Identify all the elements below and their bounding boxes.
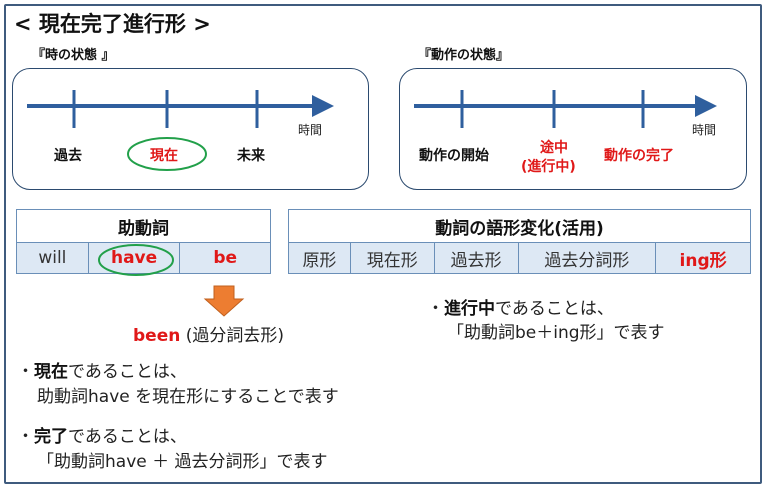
been-word: been bbox=[133, 326, 181, 346]
time-axis-arrowhead bbox=[312, 95, 334, 117]
bullet-progressive: ・ bbox=[427, 299, 444, 319]
verb-conjugation-table: 動詞の語形変化(活用) 原形 現在形 過去形 過去分詞形 ing形 bbox=[288, 209, 751, 274]
page-title: < 現在完了進行形 > bbox=[14, 12, 211, 36]
verb-cell-past-participle: 過去分詞形 bbox=[517, 242, 657, 274]
verb-cell-base: 原形 bbox=[288, 242, 351, 274]
been-note: (過分詞去形) bbox=[180, 326, 285, 346]
note-perfect-bold: 完了 bbox=[34, 427, 68, 447]
note-progressive-bold: 進行中 bbox=[444, 299, 495, 319]
figure-frame bbox=[4, 4, 762, 484]
label-action-middle: 途中 bbox=[540, 140, 568, 156]
action-state-box bbox=[399, 68, 747, 190]
note-present-line2: 助動詞have を現在形にすることで表す bbox=[37, 387, 339, 407]
label-action-start: 動作の開始 bbox=[419, 148, 489, 164]
verb-cell-present: 現在形 bbox=[349, 242, 435, 274]
present-highlight-ellipse bbox=[127, 137, 207, 171]
note-present-line1: ・現在であることは、 bbox=[17, 357, 187, 382]
label-action-end: 動作の完了 bbox=[604, 148, 674, 164]
note-progressive-line1: ・進行中であることは、 bbox=[427, 294, 614, 319]
note-perfect-line2: 「助動詞have ＋ 過去分詞形」で表す bbox=[37, 452, 328, 472]
note-progressive-rest: であることは、 bbox=[495, 299, 614, 319]
note-perfect-line1: ・完了であることは、 bbox=[17, 422, 187, 447]
label-present: 現在 bbox=[150, 148, 178, 164]
aux-cell-be: be bbox=[179, 242, 271, 274]
time-state-timeline bbox=[27, 90, 334, 171]
verb-cell-past: 過去形 bbox=[433, 242, 519, 274]
time-state-box bbox=[12, 68, 369, 190]
note-present-bold: 現在 bbox=[34, 362, 68, 382]
been-line: been (過分詞去形) bbox=[133, 321, 284, 346]
note-present-rest: であることは、 bbox=[68, 362, 187, 382]
label-action-middle-sub: (進行中) bbox=[521, 159, 576, 175]
action-axis-arrowhead bbox=[695, 95, 717, 117]
bullet-perfect: ・ bbox=[17, 427, 34, 447]
label-future: 未来 bbox=[237, 148, 265, 164]
aux-cell-will: will bbox=[16, 242, 89, 274]
bullet-present: ・ bbox=[17, 362, 34, 382]
auxiliary-header: 助動詞 bbox=[16, 209, 271, 243]
have-highlight-ellipse bbox=[98, 244, 174, 276]
action-state-label: 『動作の状態』 bbox=[418, 48, 510, 63]
down-arrow-icon bbox=[203, 285, 245, 317]
action-axis-label: 時間 bbox=[692, 123, 717, 137]
verb-cell-ing: ing形 bbox=[655, 242, 751, 274]
time-state-label: 『時の状態 』 bbox=[32, 48, 115, 63]
verb-table-header: 動詞の語形変化(活用) bbox=[288, 209, 751, 243]
label-past: 過去 bbox=[54, 148, 82, 164]
action-state-timeline bbox=[414, 90, 717, 128]
auxiliary-verb-table: 助動詞 will have be bbox=[16, 209, 271, 274]
time-axis-label: 時間 bbox=[298, 123, 323, 137]
note-progressive-line2: 「助動詞be＋ing形」で表す bbox=[447, 323, 665, 343]
note-perfect-rest: であることは、 bbox=[68, 427, 187, 447]
